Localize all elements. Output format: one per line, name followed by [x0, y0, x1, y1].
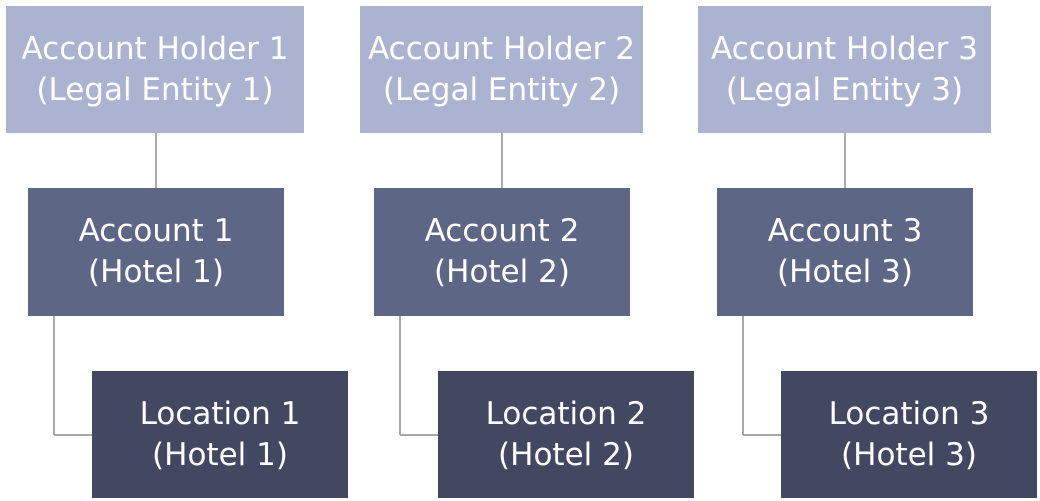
- account-holder-1-subtitle: (Legal Entity 1): [36, 71, 274, 108]
- account-holder-2-box: Account Holder 2 (Legal Entity 2): [360, 6, 643, 133]
- account-3-subtitle: (Hotel 3): [777, 254, 913, 290]
- location-3-title: Location 3: [828, 395, 990, 432]
- account-holder-1-title: Account Holder 1: [21, 30, 289, 67]
- account-holder-3-subtitle: (Legal Entity 3): [725, 71, 964, 108]
- account-3-title: Account 3: [767, 213, 923, 249]
- account-2-subtitle: (Hotel 2): [434, 254, 570, 290]
- account-1-title: Account 1: [78, 213, 234, 249]
- account-holder-2-subtitle: (Legal Entity 2): [382, 71, 621, 108]
- location-3-box: Location 3 (Hotel 3): [781, 371, 1037, 498]
- account-holder-3-box: Account Holder 3 (Legal Entity 3): [698, 6, 991, 133]
- location-2-box: Location 2 (Hotel 2): [438, 371, 694, 498]
- account-holder-1-box: Account Holder 1 (Legal Entity 1): [6, 6, 304, 133]
- account-2-title: Account 2: [424, 213, 580, 249]
- account-3-box: Account 3 (Hotel 3): [717, 188, 973, 316]
- account-holder-2-title: Account Holder 2: [368, 30, 635, 67]
- location-2-title: Location 2: [485, 395, 647, 432]
- location-1-subtitle: (Hotel 1): [152, 436, 288, 473]
- location-2-subtitle: (Hotel 2): [498, 436, 634, 473]
- location-1-title: Location 1: [139, 395, 301, 432]
- location-3-subtitle: (Hotel 3): [841, 436, 977, 473]
- account-2-box: Account 2 (Hotel 2): [374, 188, 630, 316]
- account-1-box: Account 1 (Hotel 1): [28, 188, 284, 316]
- account-1-subtitle: (Hotel 1): [88, 254, 224, 290]
- location-1-box: Location 1 (Hotel 1): [92, 371, 348, 498]
- account-holder-3-title: Account Holder 3: [711, 30, 978, 67]
